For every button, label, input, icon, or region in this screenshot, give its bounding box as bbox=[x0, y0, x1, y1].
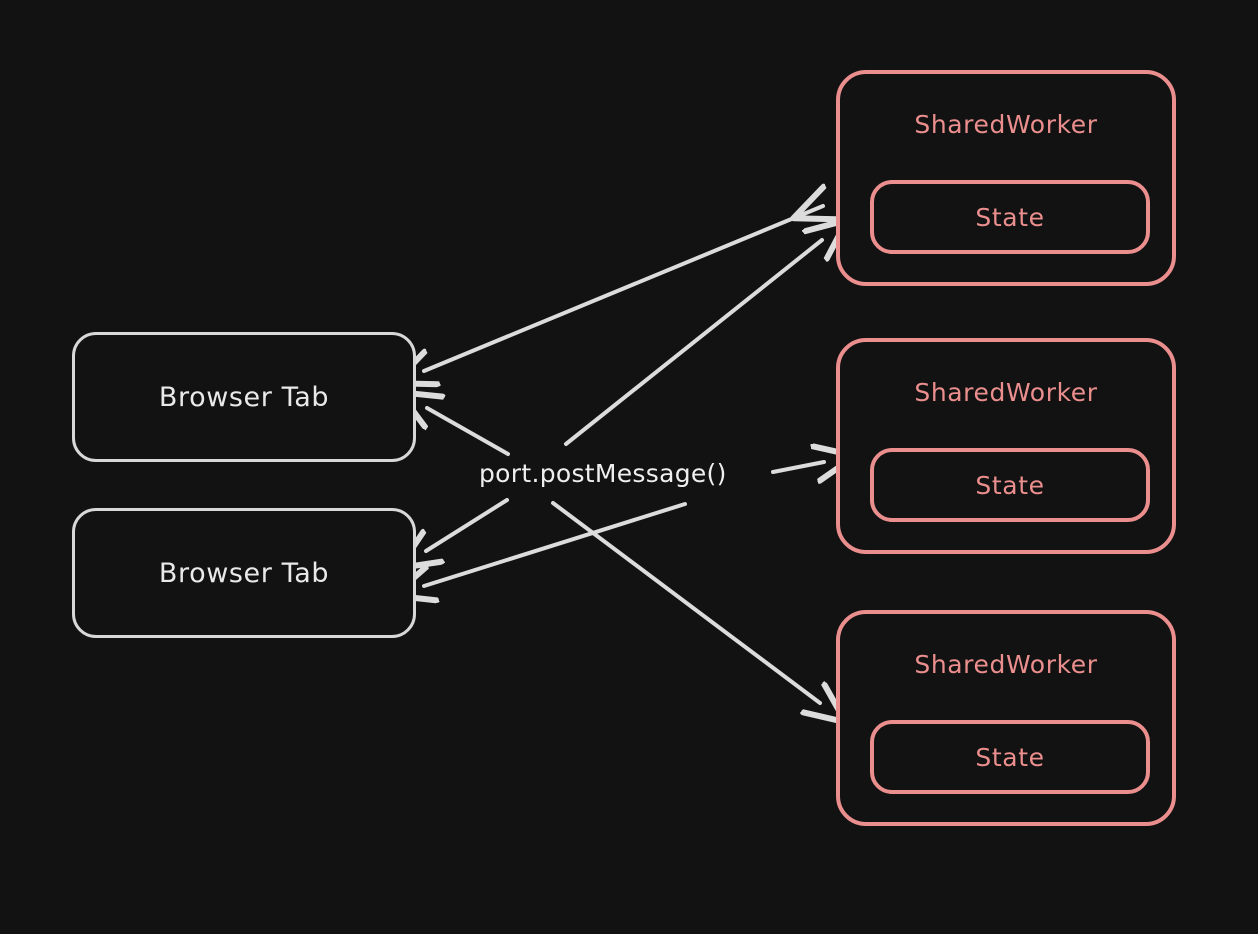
shared-worker-3-state[interactable]: State bbox=[870, 720, 1150, 794]
browser-tab-2-label: Browser Tab bbox=[158, 557, 330, 589]
shared-worker-2-state[interactable]: State bbox=[870, 448, 1150, 522]
shared-worker-3-state-label: State bbox=[975, 742, 1045, 772]
shared-worker-1-state[interactable]: State bbox=[870, 180, 1150, 254]
shared-worker-3[interactable]: SharedWorker State bbox=[836, 610, 1176, 826]
browser-tab-1[interactable]: Browser Tab bbox=[72, 332, 416, 462]
shared-worker-2-label: SharedWorker bbox=[914, 378, 1098, 407]
shared-worker-3-label: SharedWorker bbox=[914, 650, 1098, 679]
edge-label-tab1 bbox=[427, 408, 510, 456]
browser-tab-1-label: Browser Tab bbox=[158, 381, 330, 413]
shared-worker-1[interactable]: SharedWorker State bbox=[836, 70, 1176, 286]
port-post-message-label: port.postMessage() bbox=[479, 459, 727, 488]
edge-worker1-tab1 bbox=[424, 206, 823, 371]
shared-worker-2-state-label: State bbox=[975, 470, 1045, 500]
shared-worker-1-state-label: State bbox=[975, 202, 1045, 232]
shared-worker-1-label: SharedWorker bbox=[914, 110, 1098, 139]
edge-label-worker2 bbox=[771, 462, 824, 472]
edge-label-tab2 bbox=[426, 498, 509, 551]
edge-label-worker1 bbox=[564, 240, 822, 446]
shared-worker-2[interactable]: SharedWorker State bbox=[836, 338, 1176, 554]
edge-label-worker3 bbox=[551, 501, 820, 703]
edge-worker-tab2 bbox=[424, 502, 687, 586]
browser-tab-2[interactable]: Browser Tab bbox=[72, 508, 416, 638]
